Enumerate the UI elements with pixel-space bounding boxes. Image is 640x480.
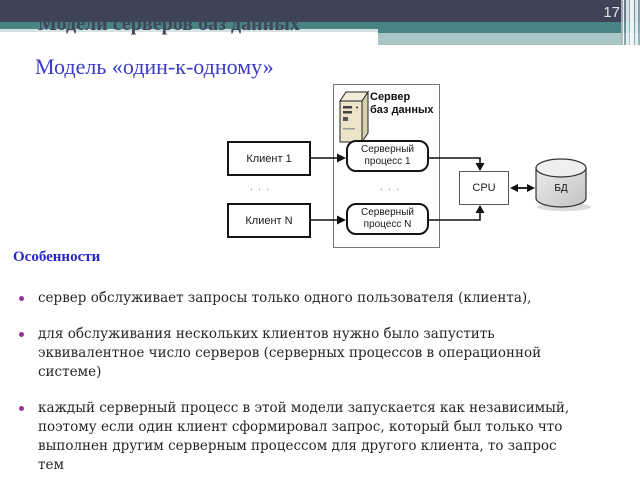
bullet-marker [19, 296, 24, 301]
header-stripe-dark-teal-right [378, 29, 640, 33]
database-label: БД [554, 183, 568, 194]
database-cylinder-icon [535, 158, 591, 211]
list-item: сервер обслуживает запросы только одного… [13, 289, 571, 308]
clients-ellipsis: . . . [249, 181, 271, 193]
features-heading: Особенности [13, 249, 101, 265]
bullet-text: для обслуживания нескольких клиентов нуж… [38, 326, 542, 380]
cpu-db-arrow [510, 184, 535, 192]
architecture-diagram: Сервер баз данных Клиент 1 Клиент N . . … [227, 84, 591, 248]
bullet-text: каждый серверный процесс в этой модели з… [38, 400, 570, 480]
server-process-1-box: Серверный процесс 1 [346, 140, 429, 172]
server-icon [339, 90, 369, 144]
client-process-arrows [311, 153, 346, 225]
processes-ellipsis: . . . [379, 181, 401, 193]
slide-subtitle: Модель «один-к-одному» [35, 54, 274, 79]
header-stripe-dark-teal [0, 22, 640, 29]
server-label: Сервер баз данных [370, 91, 434, 116]
header-stripe-light-right [378, 33, 640, 45]
client-1-box: Клиент 1 [227, 141, 311, 176]
client-n-box: Клиент N [227, 203, 311, 238]
page-number: 17 [603, 4, 620, 21]
process-cpu-connectors [428, 157, 485, 221]
list-item: каждый серверный процесс в этой модели з… [13, 399, 571, 480]
features-section: Особенности сервер обслуживает запросы т… [13, 249, 598, 480]
bullet-text: сервер обслуживает запросы только одного… [38, 290, 532, 306]
bullet-marker [19, 332, 24, 337]
header-edge-stripes [620, 0, 640, 45]
header-bar [0, 0, 640, 22]
list-item: для обслуживания нескольких клиентов нуж… [13, 325, 571, 382]
bullet-marker [19, 406, 24, 411]
header-stripe-light-left [0, 29, 378, 32]
server-process-n-box: Серверный процесс N [346, 203, 429, 235]
slide-title: Модели серверов баз данных [38, 13, 300, 35]
cpu-box: CPU [459, 171, 509, 205]
features-list: сервер обслуживает запросы только одного… [13, 289, 571, 480]
